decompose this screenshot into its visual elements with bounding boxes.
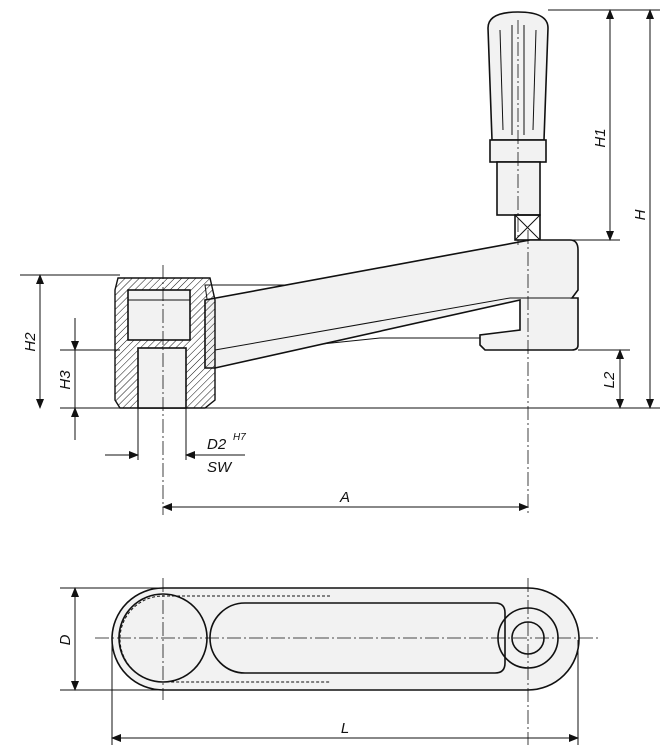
dim-L-label: L [341,720,349,737]
dim-L2-label: L2 [601,371,618,388]
hub-bore [137,347,187,409]
grip-flutes [499,25,537,135]
side-view [114,11,579,409]
dim-D2-label: D2 [207,436,227,453]
top-view [111,587,580,691]
hub-bore-top [127,289,191,341]
arm-slot [209,602,506,674]
dim-H-label: H [632,209,649,220]
crank-arm [204,239,579,369]
dim-A-label: A [339,489,350,506]
dim-H2-label: H2 [22,332,39,352]
handle-shaft [496,161,541,216]
dim-D-label: D [57,634,74,645]
dim-H1-label: H1 [592,128,609,147]
dim-SW-label: SW [207,459,233,476]
dim-D2-tolerance: H7 [233,432,246,443]
dim-H3-label: H3 [57,370,74,390]
